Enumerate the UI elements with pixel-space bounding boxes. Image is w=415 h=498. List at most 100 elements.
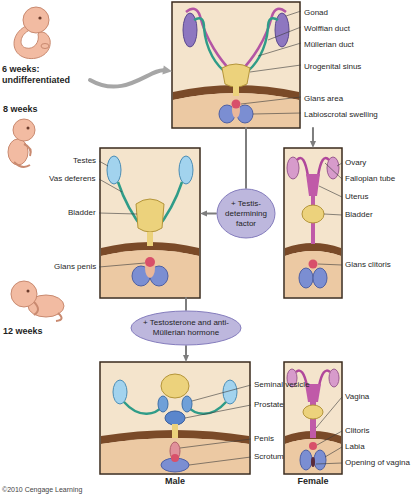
panel-male-8-weeks — [100, 148, 200, 298]
leader-line — [241, 97, 301, 104]
fetus-eye — [27, 290, 30, 293]
arrow-line — [90, 70, 165, 86]
part-label: Vagina — [345, 392, 369, 402]
anatomy-panel: GonadWolffian ductMüllerian ductUrogenit… — [172, 2, 408, 128]
prostate — [165, 411, 185, 425]
clitoris — [309, 442, 317, 450]
fetus-12-weeks — [11, 281, 64, 321]
leader-line — [286, 11, 301, 16]
leader-line — [324, 214, 342, 215]
skin — [285, 251, 341, 297]
urethra — [233, 86, 239, 96]
bladder — [136, 199, 164, 232]
testis — [107, 156, 121, 184]
embryo-eye — [38, 16, 41, 19]
part-label: Labia — [345, 442, 365, 452]
urethra — [147, 232, 153, 246]
bladder — [302, 205, 324, 223]
factor-oval: + Testis-determining factor — [216, 188, 276, 239]
part-label: Fallopian tube — [345, 174, 395, 184]
limb-bud — [41, 44, 49, 49]
fetus-6-weeks — [14, 7, 50, 59]
sex-label: Female — [284, 476, 342, 487]
part-label: Penis — [254, 434, 274, 444]
testis — [179, 156, 193, 184]
leader-line — [325, 163, 342, 179]
part-label: Prostate — [254, 400, 284, 410]
labial-swelling — [299, 268, 313, 288]
flow-arrow — [186, 298, 187, 310]
fetus-body — [8, 139, 28, 165]
part-label: Wolffian duct — [304, 24, 350, 34]
part-label: Müllerian duct — [304, 40, 354, 50]
skin — [101, 438, 249, 473]
panel-frame — [172, 2, 300, 128]
ovary — [329, 369, 339, 387]
part-label: Glans area — [304, 94, 343, 104]
leader-line — [99, 161, 108, 166]
fetus-leg — [14, 162, 30, 167]
testis — [113, 380, 127, 404]
arrow-line — [185, 298, 187, 310]
embryo-head — [23, 7, 49, 33]
glans-penis — [171, 454, 179, 462]
fetus-leg — [56, 313, 62, 321]
vas-deferens — [187, 402, 226, 414]
flow-arrow — [183, 346, 189, 362]
part-label: Uterus — [345, 192, 369, 202]
flow-arrow — [246, 128, 247, 188]
panel-female-12-weeks — [284, 362, 342, 474]
oval-shape — [131, 311, 241, 345]
wolffian-duct — [244, 18, 278, 74]
panel-female-8-weeks — [284, 148, 342, 298]
panel-male-12-weeks — [100, 362, 250, 474]
leader-line — [253, 113, 301, 114]
urogenital-sinus — [222, 64, 250, 87]
leader-line — [319, 186, 342, 197]
leader-line — [316, 397, 342, 428]
arrow-line — [206, 213, 216, 215]
skin — [101, 250, 199, 297]
leader-line — [180, 439, 251, 448]
arrow-line — [245, 128, 247, 188]
part-label: Ovary — [345, 158, 366, 168]
leader-line — [316, 463, 342, 464]
fallopian-tube — [318, 158, 329, 176]
arrow-head — [310, 141, 316, 148]
panel-frame — [100, 148, 200, 298]
leader-line — [189, 457, 251, 465]
leader-lines — [99, 11, 342, 465]
bladder — [303, 405, 323, 419]
panel-frame — [284, 148, 342, 298]
stage-block: 6 weeks: undifferentiated — [2, 2, 90, 102]
fetus-head — [11, 281, 37, 307]
fallopian-tube — [297, 158, 308, 176]
hormone-oval: + Testosterone and anti-Müllerian hormon… — [130, 310, 242, 346]
vaginal-opening — [311, 457, 315, 467]
leader-line — [192, 385, 251, 401]
skin — [173, 93, 299, 127]
glans-area — [232, 100, 241, 109]
mullerian-duct — [186, 9, 232, 72]
uterus — [306, 174, 320, 196]
panel-frame — [284, 362, 342, 474]
fetus-arm — [34, 302, 38, 315]
copyright-note: ©2010 Cengage Learning — [2, 486, 82, 494]
leader-line — [258, 43, 301, 56]
arrow-head — [162, 66, 172, 75]
part-label: Gonad — [304, 8, 328, 18]
glans-penis — [145, 257, 155, 267]
seminal-vesicle — [158, 396, 168, 412]
oval-shape — [217, 189, 275, 238]
part-label: Bladder — [68, 208, 96, 218]
part-label: Bladder — [345, 210, 373, 220]
vas-deferens — [124, 402, 163, 414]
anatomy-panel: OvaryFallopian tubeUterusBladderGlans cl… — [284, 148, 410, 298]
mullerian-duct — [240, 9, 286, 72]
urethra — [172, 424, 178, 438]
panel-frame — [100, 362, 250, 474]
part-label: Scrotum — [254, 452, 284, 462]
part-label: Seminal vesicle — [254, 380, 310, 390]
anatomy-panel: Seminal vesicleProstatePenisScrotumMale — [100, 362, 336, 494]
